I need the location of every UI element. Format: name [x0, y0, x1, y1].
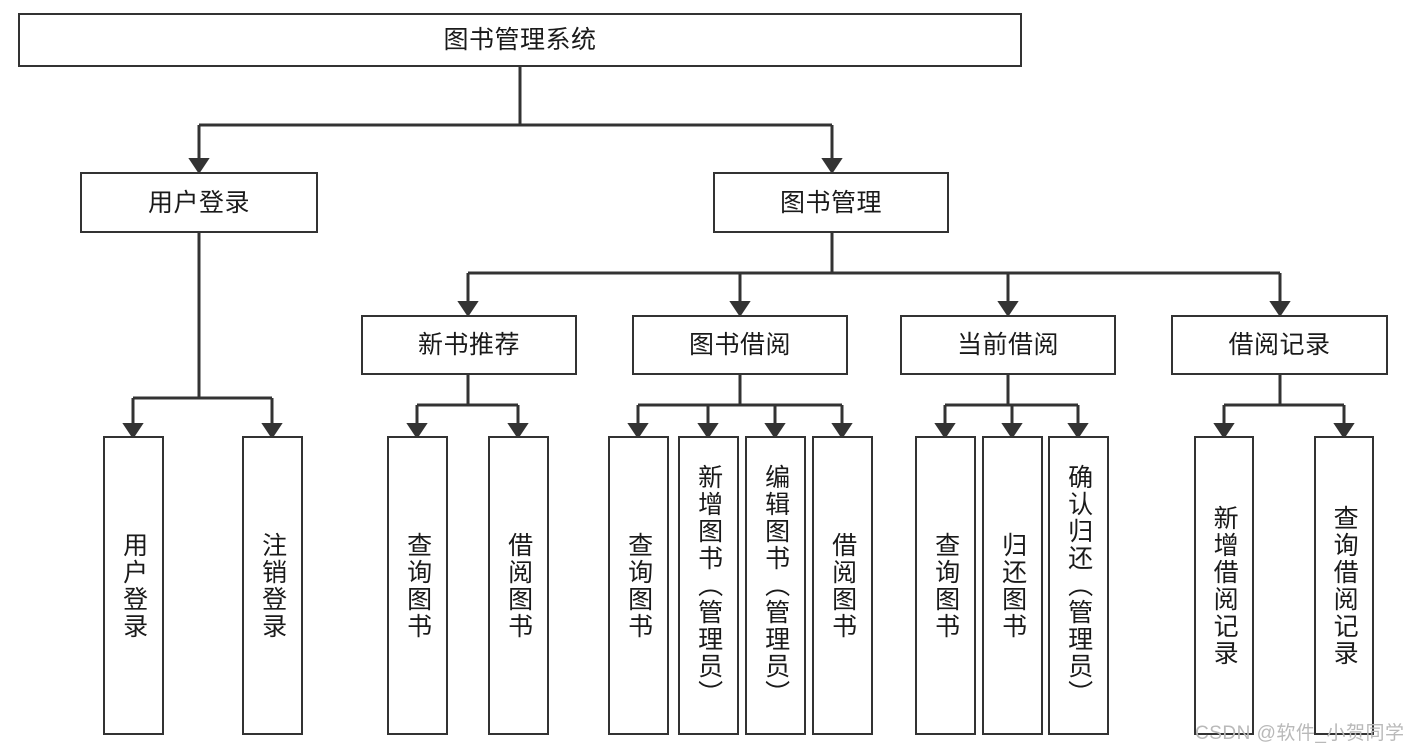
leaf-confirm-return-admin[interactable]: 确认归还（管理员） — [1048, 436, 1109, 735]
node-current-borrow[interactable]: 当前借阅 — [900, 315, 1116, 375]
node-label: 用户登录 — [147, 188, 250, 217]
leaf-edit-book-admin[interactable]: 编辑图书（管理员） — [745, 436, 806, 735]
node-label: 图书管理 — [779, 188, 882, 217]
leaf-query-borrow-record[interactable]: 查询借阅记录 — [1314, 436, 1374, 735]
leaf-return-books[interactable]: 归还图书 — [982, 436, 1043, 735]
leaf-add-book-admin[interactable]: 新增图书（管理员） — [678, 436, 739, 735]
leaf-add-borrow-record[interactable]: 新增借阅记录 — [1194, 436, 1254, 735]
leaf-query-books-current[interactable]: 查询图书 — [915, 436, 976, 735]
node-label: 图书借阅 — [688, 331, 791, 359]
leaf-borrow-books-recommendation[interactable]: 借阅图书 — [488, 436, 549, 735]
node-label: 编辑图书（管理员） — [761, 464, 790, 707]
node-label: 图书管理系统 — [443, 26, 597, 54]
csdn-watermark: CSDN @软件_小贺同学 — [1195, 723, 1405, 744]
leaf-borrow-books-borrow[interactable]: 借阅图书 — [812, 436, 873, 735]
node-label: 归还图书 — [998, 531, 1027, 640]
node-user-login[interactable]: 用户登录 — [80, 172, 318, 233]
leaf-user-login[interactable]: 用户登录 — [103, 436, 164, 735]
node-label: 查询图书 — [403, 531, 432, 640]
leaf-query-books-recommendation[interactable]: 查询图书 — [387, 436, 448, 735]
node-book-management[interactable]: 图书管理 — [713, 172, 949, 233]
leaf-logout[interactable]: 注销登录 — [242, 436, 303, 735]
node-label: 新书推荐 — [417, 331, 520, 359]
node-label: 借阅图书 — [828, 531, 857, 640]
node-label: 借阅图书 — [504, 531, 533, 640]
node-new-book-recommendation[interactable]: 新书推荐 — [361, 315, 577, 375]
node-label: 新增图书（管理员） — [694, 464, 723, 707]
node-book-borrow[interactable]: 图书借阅 — [632, 315, 848, 375]
node-label: 查询图书 — [624, 531, 653, 640]
node-label: 借阅记录 — [1228, 331, 1331, 359]
node-label: 查询图书 — [931, 531, 960, 640]
leaf-query-books-borrow[interactable]: 查询图书 — [608, 436, 669, 735]
node-label: 新增借阅记录 — [1210, 504, 1239, 667]
node-label: 当前借阅 — [956, 331, 1059, 359]
node-label: 用户登录 — [119, 531, 148, 640]
node-label: 确认归还（管理员） — [1064, 464, 1093, 707]
node-label: 注销登录 — [258, 531, 287, 640]
node-root-system[interactable]: 图书管理系统 — [18, 13, 1022, 67]
node-label: 查询借阅记录 — [1330, 504, 1359, 667]
node-borrow-records[interactable]: 借阅记录 — [1171, 315, 1388, 375]
